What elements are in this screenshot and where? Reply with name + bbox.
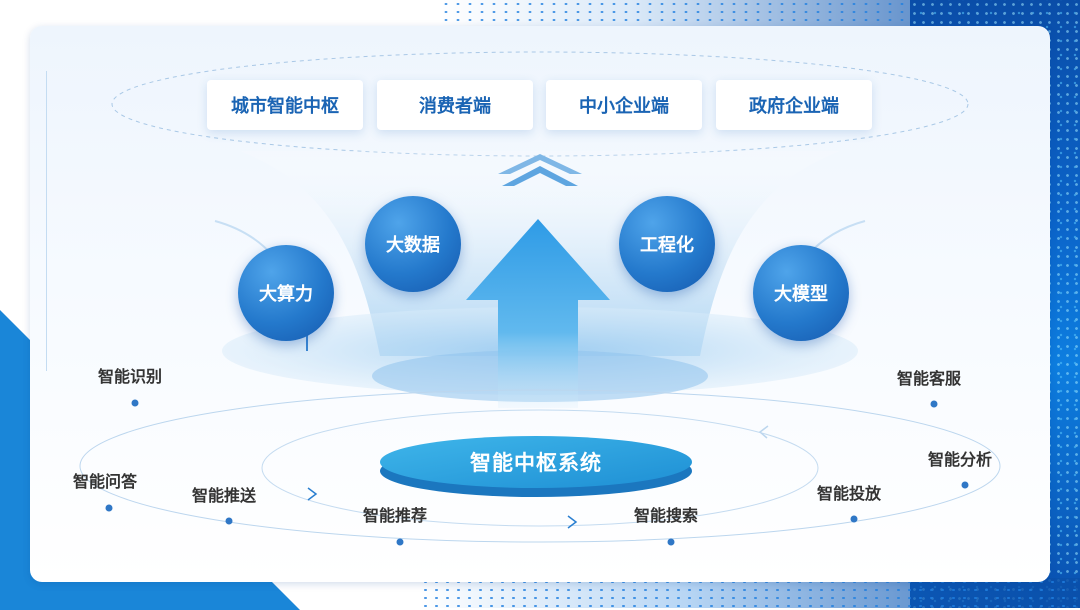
label-qa: 智能问答 [73,472,138,491]
diagram-card: 城市智能中枢 消费者端 中小企业端 政府企业端 大算力 大数据 工程化 大模型 … [30,26,1050,582]
circle-big-data: 大数据 [365,196,461,292]
circle-computing-power: 大算力 [238,245,334,341]
orbit-arrow-icon [567,515,578,529]
dot-marker [396,538,404,546]
central-up-arrow [466,219,610,408]
dot-marker [667,538,675,546]
label-analysis: 智能分析 [928,450,993,469]
label-customer-service: 智能客服 [897,369,962,388]
orbit-arrow-icon [758,425,769,439]
funnel-diagram [79,51,1001,546]
top-item-city-hub: 城市智能中枢 [207,80,363,130]
card-left-line [46,71,47,371]
label-recognition: 智能识别 [98,367,163,386]
dot-marker [225,517,233,525]
dot-marker [961,481,969,489]
orbit-arrow-icon [307,487,318,501]
core-disc-top [380,436,692,488]
inner-orbit [261,409,819,527]
circle-engineering: 工程化 [619,196,715,292]
chevron-up-icon [498,154,582,174]
dot-marker [850,515,858,523]
circle-large-model: 大模型 [753,245,849,341]
dot-marker [105,504,113,512]
chevron-up-icon [502,166,578,186]
top-dashed-ellipse [111,51,969,157]
top-item-government: 政府企业端 [716,80,872,130]
top-item-consumer: 消费者端 [377,80,533,130]
core-system-title: 智能中枢系统 [470,451,602,475]
top-item-sme: 中小企业端 [546,80,702,130]
dot-marker [131,399,139,407]
label-search: 智能搜索 [634,506,699,525]
dot-marker [930,400,938,408]
label-placement: 智能投放 [817,484,882,503]
outer-orbit [79,389,1001,543]
label-push: 智能推送 [192,486,257,505]
bottom-dot-pattern [420,578,1080,608]
label-recommend: 智能推荐 [363,506,428,525]
